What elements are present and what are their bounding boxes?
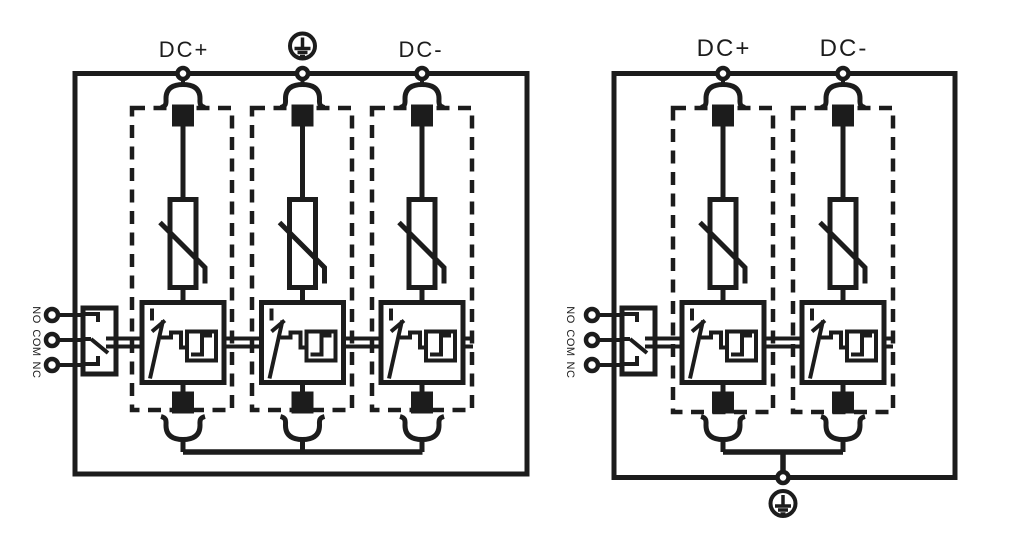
label-nc: NC <box>564 362 576 379</box>
terminal-com <box>583 331 601 349</box>
wire <box>58 313 83 367</box>
mechanical-linkage <box>106 336 473 349</box>
label-com: COM <box>564 329 576 356</box>
changeover-contact-icon <box>83 308 116 374</box>
label-nc: NC <box>30 362 42 379</box>
spd-module-earth <box>262 81 344 453</box>
terminal-nc <box>583 356 601 374</box>
label-dc-plus: DC+ <box>697 35 752 62</box>
enclosure-outline <box>611 71 958 480</box>
label-no: NO <box>564 306 576 324</box>
label-dc-minus: DC- <box>820 35 869 62</box>
label-dc-minus: DC- <box>398 37 443 62</box>
terminal-dc-plus <box>175 65 191 82</box>
label-com: COM <box>30 329 42 356</box>
spd-module-dc-minus <box>802 81 884 453</box>
terminal-nc <box>43 356 61 374</box>
wire <box>598 313 622 367</box>
changeover-contact-icon <box>622 308 655 374</box>
remote-signal-contact: NO COM NC <box>30 306 116 378</box>
spd-module-dc-plus <box>682 81 764 453</box>
terminal-dc-plus <box>715 65 731 82</box>
protective-earth-icon <box>768 489 798 518</box>
label-dc-plus: DC+ <box>159 37 210 62</box>
terminal-dc-minus <box>835 65 851 82</box>
terminal-earth <box>294 65 311 82</box>
protective-earth-icon <box>288 31 317 61</box>
remote-signal-contact: NO COM NC <box>564 306 655 378</box>
terminal-dc-minus <box>414 65 430 82</box>
right-spd-diagram: NO COM NC DC+ DC- <box>564 35 958 518</box>
terminal-earth <box>775 469 791 486</box>
label-no: NO <box>30 306 42 324</box>
spd-module-dc-minus <box>381 81 463 453</box>
terminal-no <box>43 306 61 324</box>
terminal-no <box>583 306 601 324</box>
terminal-com <box>43 331 61 349</box>
left-spd-diagram: NO COM NC DC+ DC- <box>30 31 530 477</box>
spd-module-dc-plus <box>142 81 224 453</box>
